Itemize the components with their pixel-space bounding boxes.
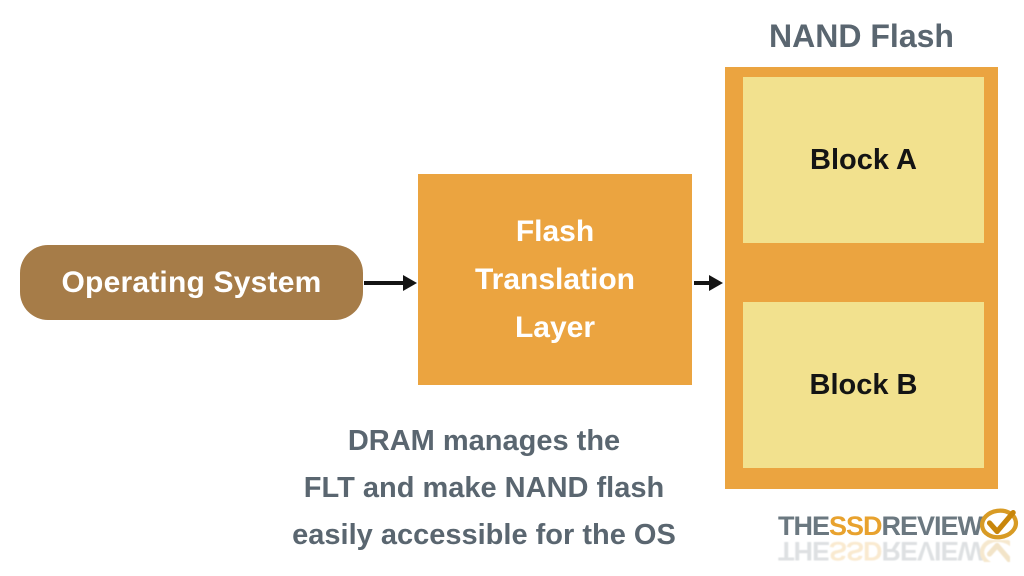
- caption-line-1: DRAM manages the: [347, 425, 621, 457]
- arrow-ftl-to-nand-icon: [694, 275, 723, 291]
- logo-checkmark-reflection-icon: [978, 540, 1010, 562]
- operating-system-label: Operating System: [61, 265, 322, 299]
- logo-text-the: THE: [778, 511, 830, 541]
- caption-text: DRAM manages the FLT and make NAND flash…: [150, 418, 818, 559]
- arrow-line: [364, 281, 404, 285]
- arrow-line: [694, 281, 710, 285]
- arrow-os-to-ftl-icon: [364, 275, 417, 291]
- nand-flash-container: Block A Block B: [725, 67, 998, 489]
- nand-block-a: Block A: [743, 77, 984, 243]
- flash-translation-layer-box: Flash Translation Layer: [418, 174, 692, 385]
- nand-flash-title: NAND Flash: [769, 18, 954, 54]
- operating-system-box: Operating System: [20, 245, 363, 320]
- logo-text-review: REVIEW: [881, 511, 984, 541]
- arrow-head: [709, 275, 723, 291]
- logo-checkmark-icon: [978, 506, 1020, 547]
- nand-block-b: Block B: [743, 302, 984, 468]
- caption-line-3: easily accessible for the OS: [292, 519, 676, 551]
- nand-block-a-label: Block A: [810, 143, 917, 176]
- arrow-head: [403, 275, 417, 291]
- caption-line-2: FLT and make NAND flash: [303, 472, 665, 504]
- logo-text-ssd: SSD: [829, 511, 883, 541]
- flash-translation-layer-label: Flash Translation Layer: [474, 214, 636, 344]
- nand-block-b-label: Block B: [809, 368, 918, 401]
